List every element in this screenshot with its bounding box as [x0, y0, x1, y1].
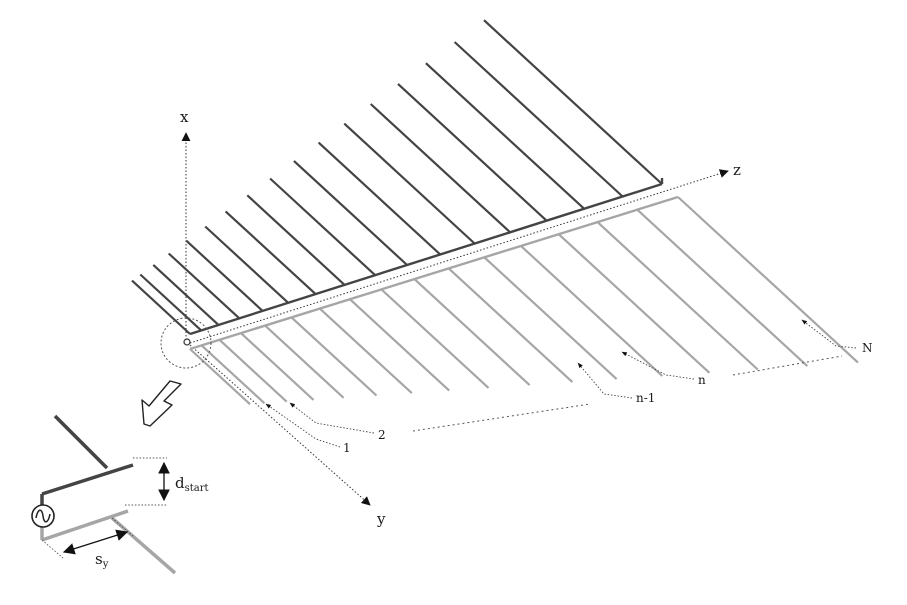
lower-dipole-element	[520, 245, 664, 377]
lower-dipole-element	[677, 196, 859, 364]
upper-dipole-element	[425, 62, 585, 210]
ellipsis-line-upper	[732, 355, 843, 376]
inset-upper-element	[53, 414, 109, 470]
feed-detail-inset: dstart sy	[31, 414, 209, 575]
lower-dipole-element	[218, 338, 288, 403]
upper-dipole-element	[343, 122, 476, 245]
upper-dipole-elements	[131, 19, 663, 335]
upper-dipole-element	[152, 264, 220, 326]
coordinate-axes: x z y	[180, 108, 741, 528]
element-label-1: 1	[343, 441, 351, 455]
upper-dipole-element	[246, 194, 346, 286]
upper-dipole-element	[453, 41, 624, 198]
y-axis-label: y	[376, 510, 386, 528]
upper-dipole-element	[397, 83, 548, 222]
ac-source-icon	[31, 504, 55, 528]
lower-dipole-element	[413, 278, 531, 386]
upper-dipole-element	[269, 177, 376, 277]
lower-dipole-element	[240, 332, 315, 401]
d-start-label: dstart	[175, 474, 209, 494]
upper-dipole-element	[369, 103, 511, 234]
lower-dipole-element	[596, 221, 759, 371]
s-y-dimension-arrow	[62, 529, 129, 555]
lower-dipole-element	[290, 316, 378, 397]
leader-N	[801, 319, 857, 349]
lower-boom	[189, 195, 679, 351]
leader-2	[289, 402, 375, 434]
inset-upper-boom	[41, 463, 134, 496]
zoom-arrow-icon	[141, 380, 182, 427]
element-callouts: 1 2 n-1 n N	[265, 319, 873, 455]
upper-dipole-element	[167, 252, 241, 320]
upper-dipole-element	[185, 239, 264, 312]
element-label-n: n	[698, 373, 706, 387]
upper-dipole-element	[131, 279, 191, 335]
upper-dipole-element	[293, 160, 408, 266]
x-axis-label: x	[180, 108, 189, 126]
element-label-N: N	[862, 341, 873, 355]
feed-point	[160, 317, 212, 369]
lower-dipole-elements	[189, 196, 859, 406]
upper-dipole-element	[139, 273, 202, 332]
s-y-ext-right	[111, 517, 134, 537]
lower-dipole-element	[380, 288, 490, 389]
element-label-2: 2	[378, 428, 386, 442]
lower-dipole-element	[483, 256, 618, 380]
upper-dipole-element	[317, 141, 442, 256]
lower-dipole-element	[189, 348, 251, 406]
feed-point-dot	[183, 338, 191, 346]
lower-dipole-element	[636, 208, 809, 367]
ellipsis-line-lower	[412, 403, 591, 432]
s-y-label: sy	[95, 550, 109, 570]
inset-lower-element	[110, 516, 177, 575]
lower-dipole-element	[319, 307, 413, 394]
z-axis-line	[189, 169, 729, 344]
element-label-n-minus-1: n-1	[636, 391, 655, 405]
inset-lower-boom	[41, 509, 129, 542]
z-axis-label: z	[733, 161, 741, 179]
leader-n	[621, 351, 695, 380]
lower-dipole-element	[264, 324, 345, 399]
lower-dipole-element	[200, 344, 266, 405]
upper-dipole-element	[224, 210, 317, 295]
lower-dipole-element	[349, 298, 450, 392]
lower-dipole-element	[447, 267, 574, 383]
upper-dipole-element	[483, 19, 663, 185]
s-y-ext-left	[41, 539, 64, 559]
lower-dipole-element	[557, 233, 711, 374]
y-axis-line	[189, 344, 371, 506]
upper-dipole-element	[204, 225, 289, 304]
leader-1	[265, 403, 341, 448]
feed-point-highlight-circle	[160, 317, 212, 369]
